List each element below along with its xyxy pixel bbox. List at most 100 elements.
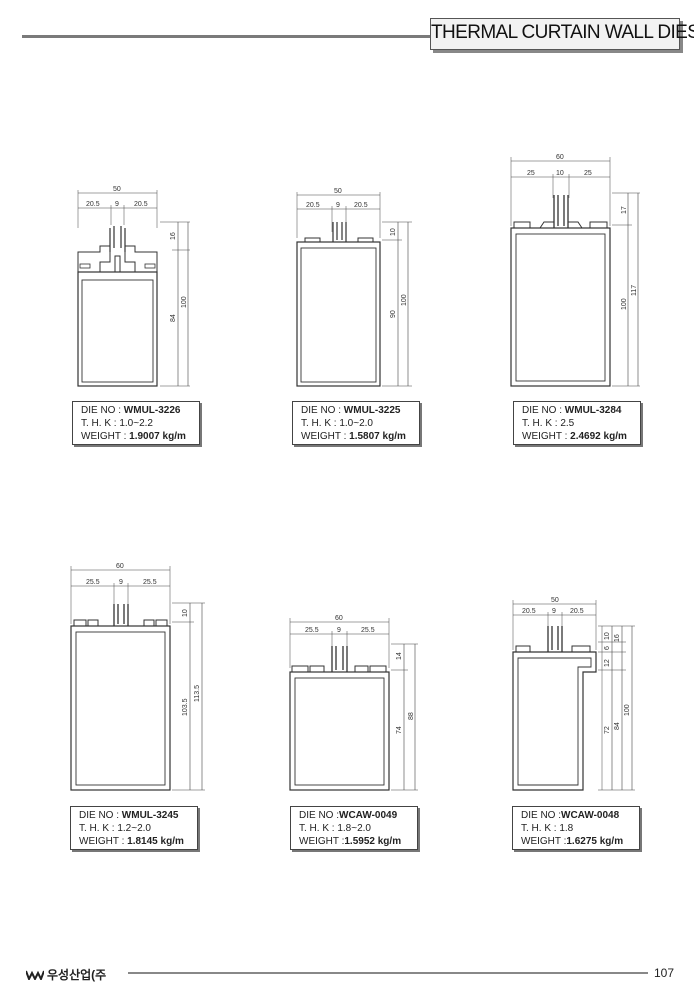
dim-v3-4: 113.5 xyxy=(194,685,201,702)
dim-right-3: 25 xyxy=(584,170,592,177)
dim-mid-5: 9 xyxy=(337,627,341,634)
dim-v1-4: 10 xyxy=(182,609,189,617)
thk-value: 1.0~2.0 xyxy=(339,418,373,429)
dim-right-1: 20.5 xyxy=(134,201,148,208)
dim-v3-6: 16 xyxy=(614,634,621,642)
dim-v3-5: 88 xyxy=(408,712,415,720)
weight-value: 1.5952 kg/m xyxy=(344,836,402,847)
weight-label: WEIGHT : xyxy=(301,431,347,442)
thk-label: T. H. K : xyxy=(301,418,337,429)
dim-v2-2: 90 xyxy=(390,310,397,318)
dim-right-4: 25.5 xyxy=(143,579,157,586)
weight-value: 1.9007 kg/m xyxy=(129,431,186,442)
dim-width-2: 50 xyxy=(334,188,342,195)
title-box: THERMAL CURTAIN WALL DIES xyxy=(430,18,694,50)
dim-width-4: 60 xyxy=(116,563,124,570)
thk-value: 1.8~2.0 xyxy=(337,823,371,834)
spec-box-1: DIE NO : WMUL-3226 T. H. K : 1.0~2.2 WEI… xyxy=(72,401,200,445)
dim-right-5: 25.5 xyxy=(361,627,375,634)
dim-v3-3: 117 xyxy=(631,285,638,296)
logo-mark-icon xyxy=(26,970,44,980)
company-logo: 우성산업(주 xyxy=(26,966,106,983)
weight-value: 2.4692 kg/m xyxy=(570,431,627,442)
dim-left-4: 25.5 xyxy=(86,579,100,586)
thk-label: T. H. K : xyxy=(81,418,117,429)
footer-rule xyxy=(128,972,648,974)
die-drawing-5: 60 25.5 9 25.5 14 74 88 xyxy=(0,0,418,791)
spec-box-2: DIE NO : WMUL-3225 T. H. K : 1.0~2.0 WEI… xyxy=(292,401,420,445)
die-no-value: WCAW-0049 xyxy=(339,810,398,821)
weight-label: WEIGHT : xyxy=(299,836,345,847)
die-drawing-1: 50 20.5 9 20.5 16 84 100 xyxy=(0,0,230,387)
dim-v1-3: 17 xyxy=(621,206,628,214)
dim-v3-1: 100 xyxy=(181,296,188,308)
dim-left-3: 25 xyxy=(527,170,535,177)
dim-v2-4: 103.5 xyxy=(182,698,189,716)
die-no-label: DIE NO : xyxy=(79,810,120,821)
die-no-label: DIE NO : xyxy=(301,405,342,416)
header-rule xyxy=(22,35,432,38)
die-drawing-3: 60 25 10 25 17 100 117 xyxy=(0,0,640,387)
dim-mid-1: 9 xyxy=(115,201,119,208)
die-no-value: WCAW-0048 xyxy=(561,810,620,821)
weight-label: WEIGHT : xyxy=(79,836,125,847)
die-no-label: DIE NO : xyxy=(521,810,562,821)
spec-box-4: DIE NO : WMUL-3245 T. H. K : 1.2~2.0 WEI… xyxy=(70,806,198,850)
die-drawing-2: 50 20.5 9 20.5 10 90 100 xyxy=(0,0,412,387)
die-no-value: WMUL-3245 xyxy=(121,810,179,821)
thk-value: 1.8 xyxy=(559,823,574,834)
dim-width-6: 50 xyxy=(551,597,559,604)
weight-label: WEIGHT : xyxy=(81,431,127,442)
dim-width-5: 60 xyxy=(335,615,343,622)
dim-mid-2: 9 xyxy=(336,202,340,209)
dim-width-3: 60 xyxy=(556,154,564,161)
dim-v2-6: 6 xyxy=(604,646,611,650)
die-no-label: DIE NO : xyxy=(81,405,122,416)
page-title: THERMAL CURTAIN WALL DIES xyxy=(431,22,694,43)
dim-left-5: 25.5 xyxy=(305,627,319,634)
dim-v5-6: 72 xyxy=(604,726,611,734)
thk-value: 2.5 xyxy=(560,418,575,429)
dim-v2-1: 84 xyxy=(170,314,177,322)
page-number: 107 xyxy=(654,966,675,980)
dim-left-1: 20.5 xyxy=(86,201,100,208)
thk-value: 1.2~2.0 xyxy=(117,823,151,834)
dim-width-1: 50 xyxy=(113,186,121,193)
thk-label: T. H. K : xyxy=(79,823,115,834)
weight-value: 1.5807 kg/m xyxy=(349,431,406,442)
dim-right-6: 20.5 xyxy=(570,608,584,615)
die-no-label: DIE NO : xyxy=(522,405,563,416)
weight-label: WEIGHT : xyxy=(522,431,568,442)
dim-v6-6: 84 xyxy=(614,722,621,730)
dim-v1-6: 10 xyxy=(604,632,611,640)
dim-v1-2: 10 xyxy=(390,228,397,236)
weight-value: 1.6275 kg/m xyxy=(566,836,624,847)
weight-value: 1.8145 kg/m xyxy=(127,836,184,847)
weight-label: WEIGHT : xyxy=(521,836,567,847)
dim-v3-2: 100 xyxy=(401,294,408,306)
dim-v2-3: 100 xyxy=(621,298,628,310)
dim-v4-6: 12 xyxy=(604,659,611,667)
dim-left-2: 20.5 xyxy=(306,202,320,209)
thk-label: T. H. K : xyxy=(521,823,557,834)
dim-v1-1: 16 xyxy=(170,232,177,240)
spec-box-5: DIE NO :WCAW-0049 T. H. K : 1.8~2.0 WEIG… xyxy=(290,806,418,850)
dim-mid-3: 10 xyxy=(556,170,564,177)
die-no-label: DIE NO : xyxy=(299,810,340,821)
dim-right-2: 20.5 xyxy=(354,202,368,209)
spec-box-3: DIE NO : WMUL-3284 T. H. K : 2.5 WEIGHT … xyxy=(513,401,641,445)
dim-v1-5: 14 xyxy=(396,652,403,660)
thk-label: T. H. K : xyxy=(522,418,558,429)
die-no-value: WMUL-3225 xyxy=(343,405,401,416)
die-no-value: WMUL-3226 xyxy=(123,405,181,416)
die-drawing-6: 50 20.5 9 20.5 10 6 16 12 72 84 100 xyxy=(0,0,635,791)
company-name: 우성산업(주 xyxy=(47,968,107,982)
dim-v7-6: 100 xyxy=(624,704,631,716)
dim-mid-6: 9 xyxy=(552,608,556,615)
dim-mid-4: 9 xyxy=(119,579,123,586)
thk-value: 1.0~2.2 xyxy=(119,418,153,429)
